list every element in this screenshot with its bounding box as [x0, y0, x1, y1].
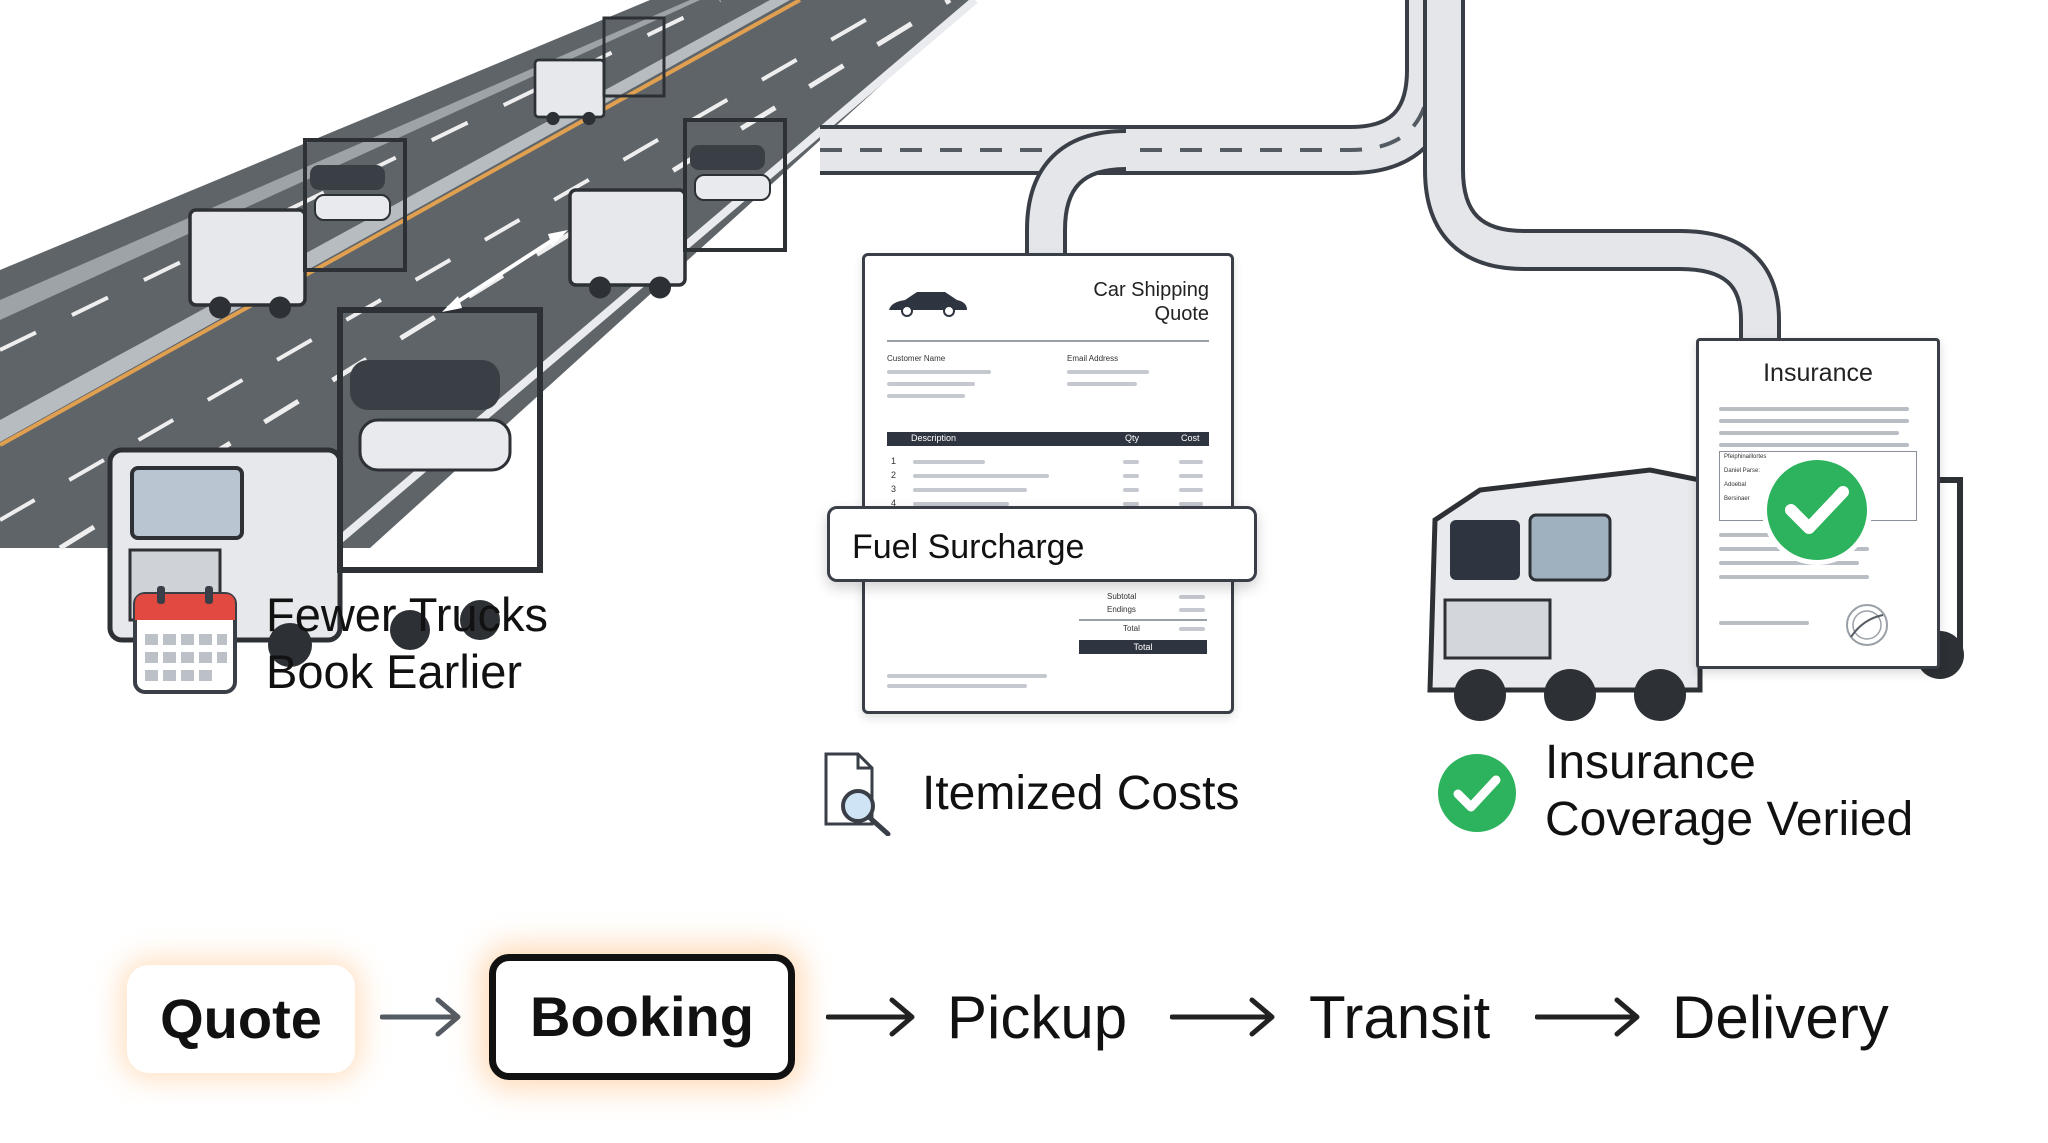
total-label: Total: [1123, 624, 1140, 633]
car-silhouette-icon: [889, 292, 967, 317]
placeholder-line: [1719, 621, 1809, 625]
divider: [887, 340, 1209, 342]
caption-line: Book Earlier: [266, 645, 522, 698]
itemized-caption: Itemized Costs: [922, 767, 1240, 820]
step-quote[interactable]: Quote: [127, 965, 355, 1073]
row-number: 1: [891, 456, 897, 466]
placeholder-line: [1719, 431, 1899, 435]
quote-document: Car Shipping Quote Customer Name Email A…: [862, 253, 1234, 714]
arrow-right-icon: [1535, 997, 1640, 1037]
truck-icon: [568, 118, 787, 299]
step-pickup[interactable]: Pickup: [947, 984, 1128, 1051]
form-field: Pfeiphinaillortes: [1724, 454, 1767, 460]
quote-title-line: Car Shipping: [1093, 279, 1209, 301]
header-description: Description: [911, 433, 957, 443]
placeholder-line: [1719, 419, 1909, 423]
caption-line: Insurance: [1545, 736, 1756, 789]
arrow-right-icon: [380, 997, 461, 1037]
row-number: 2: [891, 470, 897, 480]
truck-icon: [188, 138, 407, 319]
placeholder-line: [1179, 488, 1203, 492]
subtotal-label: Subtotal: [1107, 592, 1137, 601]
header-qty: Qty: [1125, 433, 1140, 443]
total-bar: Total: [1079, 640, 1207, 654]
placeholder-line: [913, 488, 1027, 492]
seal-icon: [1846, 604, 1888, 646]
fuel-surcharge-callout: Fuel Surcharge: [827, 506, 1257, 582]
placeholder-line: [887, 684, 1027, 688]
placeholder-line: [913, 460, 985, 464]
placeholder-line: [1123, 502, 1139, 506]
placeholder-line: [887, 394, 965, 398]
placeholder-line: [1179, 460, 1203, 464]
form-field: Bersinaer: [1724, 496, 1750, 502]
connector-road: [820, 0, 1781, 338]
endings-label: Endings: [1107, 605, 1136, 614]
form-field: Adoebal: [1724, 482, 1747, 488]
placeholder-line: [913, 474, 1049, 478]
step-booking[interactable]: Booking: [489, 954, 795, 1080]
placeholder-line: [887, 370, 991, 374]
calendar-icon: [133, 586, 237, 694]
placeholder-line: [1067, 370, 1149, 374]
placeholder-line: [1719, 561, 1859, 565]
placeholder-line: [1123, 460, 1139, 464]
caption-line: Coverage Veriied: [1545, 793, 1914, 846]
placeholder-line: [1123, 488, 1139, 492]
placeholder-line: [887, 382, 975, 386]
caption-line: Fewer Trucks: [266, 588, 549, 641]
customer-name-label: Customer Name: [887, 354, 946, 363]
placeholder-line: [1067, 382, 1137, 386]
checkmark-badge-icon: [1762, 455, 1872, 565]
placeholder-line: [1179, 627, 1205, 631]
placeholder-line: [913, 502, 1009, 506]
placeholder-line: [887, 674, 1047, 678]
placeholder-line: [1123, 474, 1139, 478]
divider: [1079, 619, 1207, 621]
arrow-right-icon: [1170, 997, 1275, 1037]
step-transit[interactable]: Transit: [1309, 984, 1491, 1051]
placeholder-line: [1719, 407, 1909, 411]
placeholder-line: [1179, 608, 1205, 612]
placeholder-line: [1179, 502, 1203, 506]
form-field: Daniel Parse:: [1724, 468, 1761, 474]
insurance-caption: Insurance Coverage Veriied: [1545, 734, 1913, 848]
table-header: Description Qty Cost: [887, 432, 1209, 446]
row-number: 3: [891, 484, 897, 494]
quote-title: Car Shipping Quote: [1093, 278, 1209, 326]
document-search-icon: [824, 752, 891, 836]
placeholder-line: [1179, 595, 1205, 599]
header-cost: Cost: [1181, 433, 1200, 443]
step-delivery[interactable]: Delivery: [1672, 984, 1889, 1051]
insurance-title: Insurance: [1763, 359, 1873, 387]
placeholder-line: [1719, 443, 1909, 447]
arrow-icon: [442, 230, 568, 312]
arrow-right-icon: [826, 997, 915, 1037]
placeholder-line: [1719, 575, 1869, 579]
row-number: 4: [891, 498, 897, 508]
highway-caption: Fewer Trucks Book Earlier: [266, 586, 548, 700]
email-label: Email Address: [1067, 354, 1119, 363]
check-circle-icon: [1438, 754, 1516, 832]
truck-icon: [533, 16, 666, 126]
quote-title-line: Quote: [1154, 303, 1209, 325]
placeholder-line: [1179, 474, 1203, 478]
